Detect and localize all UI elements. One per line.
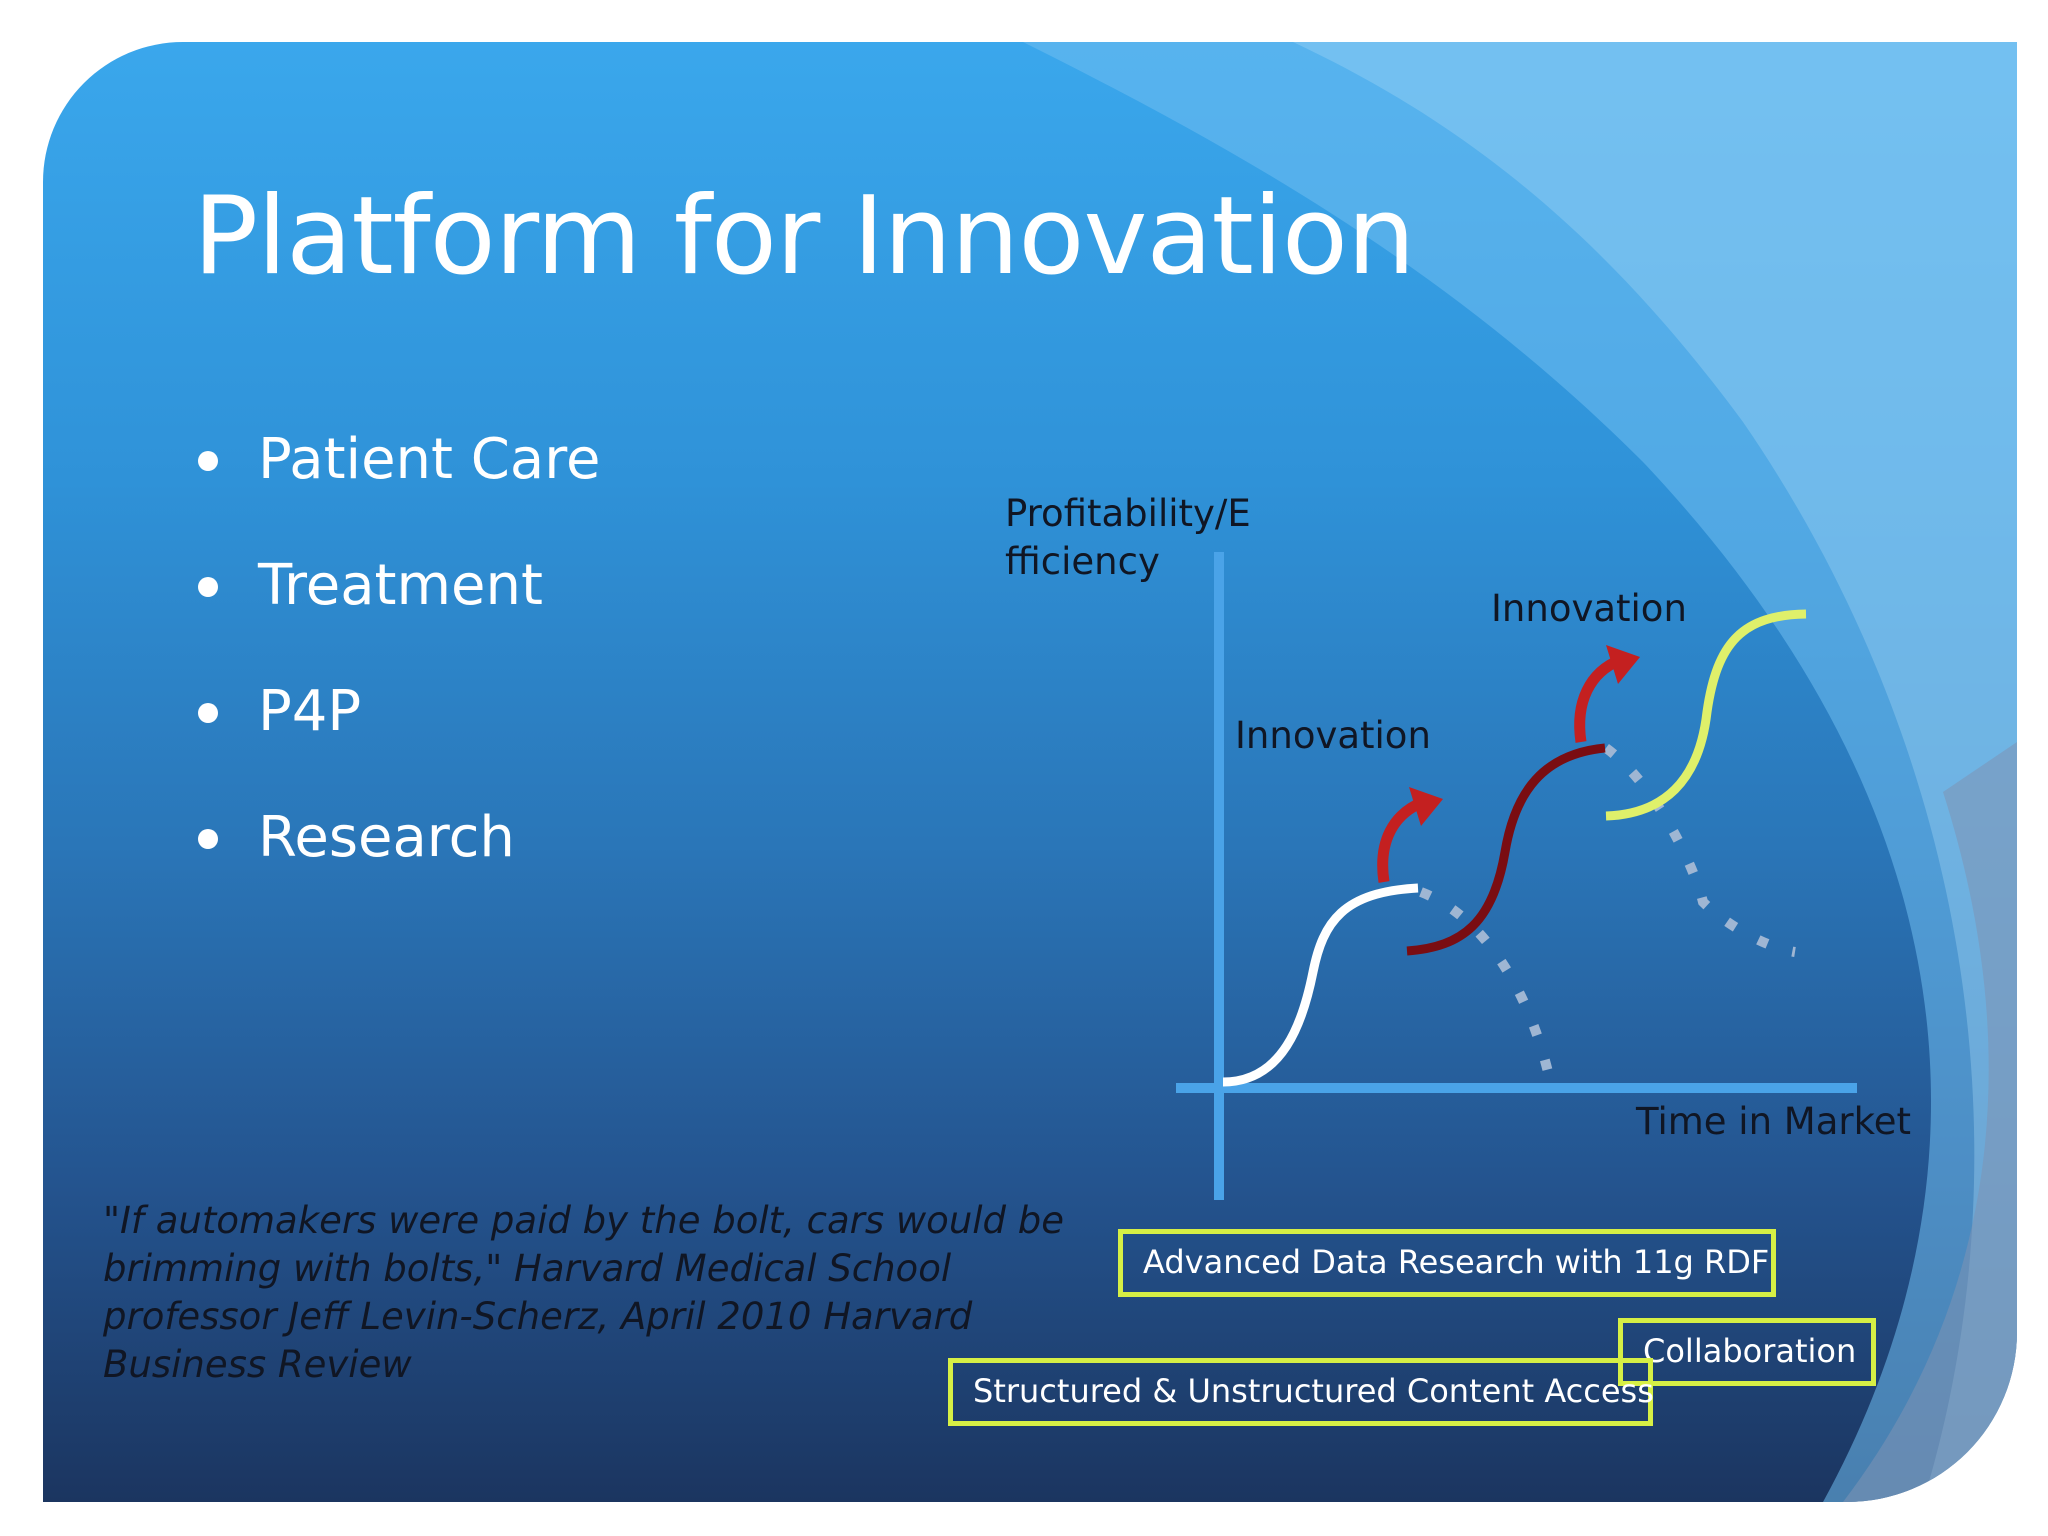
innovation-diagram <box>1176 552 1857 1200</box>
innovation-label-1: Innovation <box>1235 714 1431 757</box>
s-curve-3 <box>1605 609 1807 821</box>
innovation-arrow-1-icon <box>1377 787 1443 883</box>
x-axis-label: Time in Market <box>1636 1100 1911 1143</box>
bullet-text: Research <box>258 805 515 870</box>
bullet-item: Patient Care <box>198 420 600 546</box>
slide-title: Platform for Innovation <box>193 174 1415 299</box>
bullet-item: Treatment <box>198 546 600 672</box>
bullet-text: Patient Care <box>258 427 601 492</box>
innovation-arrow-2-icon <box>1574 645 1640 743</box>
collaboration-box: Collaboration <box>1618 1318 1876 1386</box>
s-curve-2 <box>1406 743 1606 956</box>
bullet-item: P4P <box>198 672 600 798</box>
bullet-list: Patient Care Treatment P4P Research <box>198 420 600 924</box>
bullet-text: Treatment <box>258 553 543 618</box>
bullet-dot-icon <box>198 829 218 849</box>
structured-content-access-box: Structured & Unstructured Content Access <box>948 1358 1654 1426</box>
y-axis-label-line-1: Profitability/E <box>1005 492 1251 535</box>
bullet-dot-icon <box>198 451 218 471</box>
innovation-label-2: Innovation <box>1491 587 1687 630</box>
decline-dots-2 <box>1603 743 1796 957</box>
advanced-data-research-box: Advanced Data Research with 11g RDF <box>1118 1229 1776 1297</box>
background-swoosh <box>1023 42 2017 1502</box>
quote-text: "If automakers were paid by the bolt, ca… <box>103 1199 1065 1386</box>
bullet-item: Research <box>198 798 600 924</box>
bullet-text: P4P <box>258 679 362 744</box>
bullet-dot-icon <box>198 577 218 597</box>
y-axis-label: Profitability/E fficiency <box>1005 490 1251 586</box>
y-axis-label-line-2: fficiency <box>1005 540 1160 583</box>
slide: Platform for Innovation Patient Care Tre… <box>43 42 2017 1502</box>
bullet-dot-icon <box>198 703 218 723</box>
s-curve-1 <box>1222 883 1419 1087</box>
